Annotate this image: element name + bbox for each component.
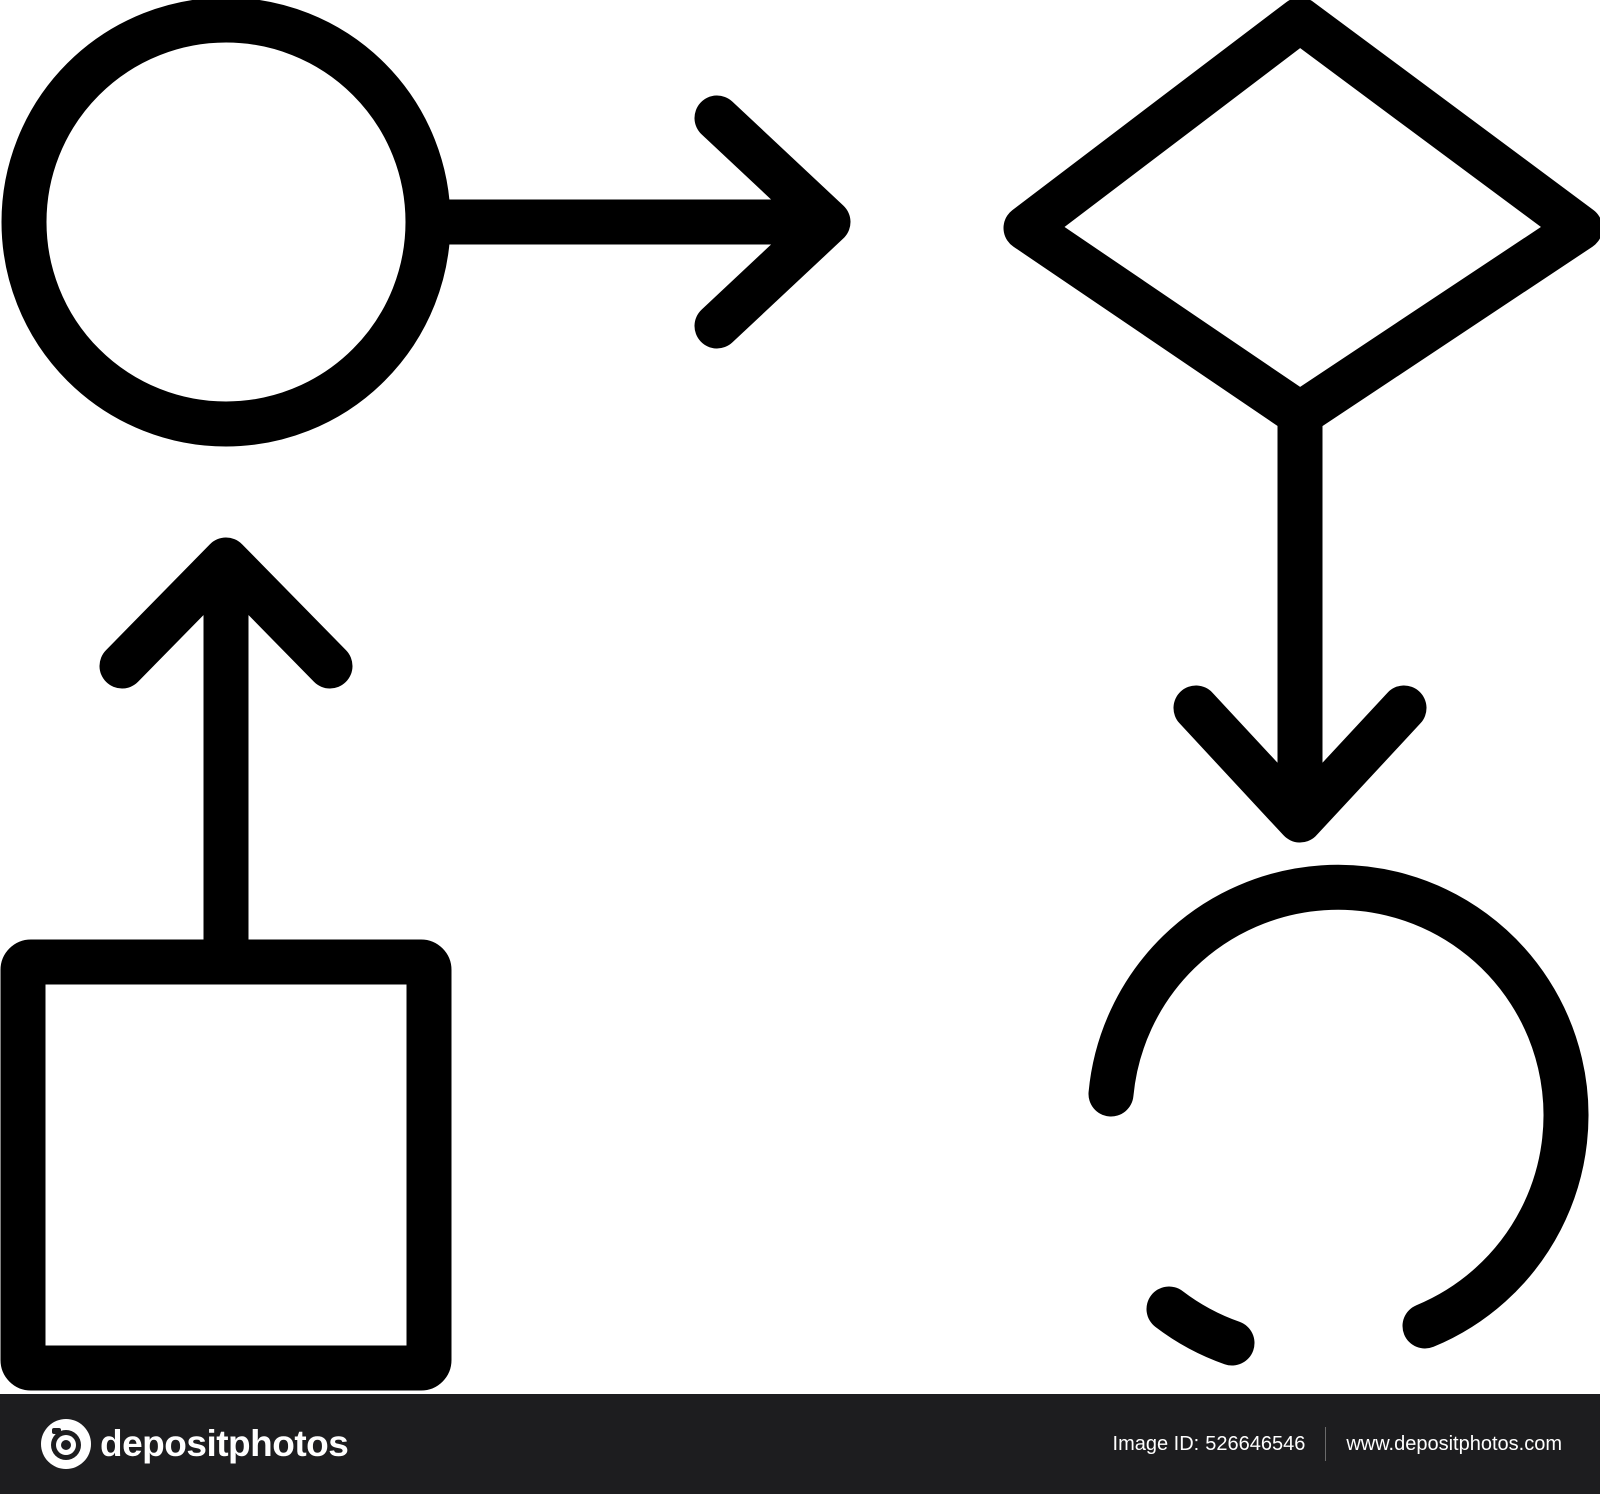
arrow-right-head xyxy=(694,95,851,349)
start-circle-node xyxy=(1,0,451,447)
arrow-down-to-loop xyxy=(1173,414,1427,843)
watermark-footer-bar: depositphotos Image ID: 526646546 www.de… xyxy=(0,1394,1600,1494)
camera-logo-icon xyxy=(41,1419,91,1469)
arrow-down-head xyxy=(1173,685,1427,843)
image-id-label: Image ID: xyxy=(1112,1432,1200,1455)
brand-name: depositphotos xyxy=(100,1423,349,1464)
footer-divider xyxy=(1325,1427,1327,1461)
process-square-node xyxy=(0,939,452,1391)
image-id-value: 526646546 xyxy=(1205,1432,1306,1455)
loop-broken-circle-node xyxy=(1088,864,1589,1366)
image-info: Image ID: 526646546 www.depositphotos.co… xyxy=(1113,1394,1562,1494)
flowchart-diagram xyxy=(0,0,1600,1391)
decision-diamond-node xyxy=(1003,0,1600,437)
loop-short-arc xyxy=(1146,1286,1255,1366)
arrow-up-to-circle xyxy=(99,537,353,966)
brand-logo[interactable]: depositphotos xyxy=(40,1416,349,1472)
loop-main-arc xyxy=(1088,864,1589,1349)
arrow-right-to-diamond xyxy=(428,95,851,349)
site-url-link[interactable]: www.depositphotos.com xyxy=(1346,1432,1562,1455)
arrow-up-head xyxy=(99,537,353,689)
